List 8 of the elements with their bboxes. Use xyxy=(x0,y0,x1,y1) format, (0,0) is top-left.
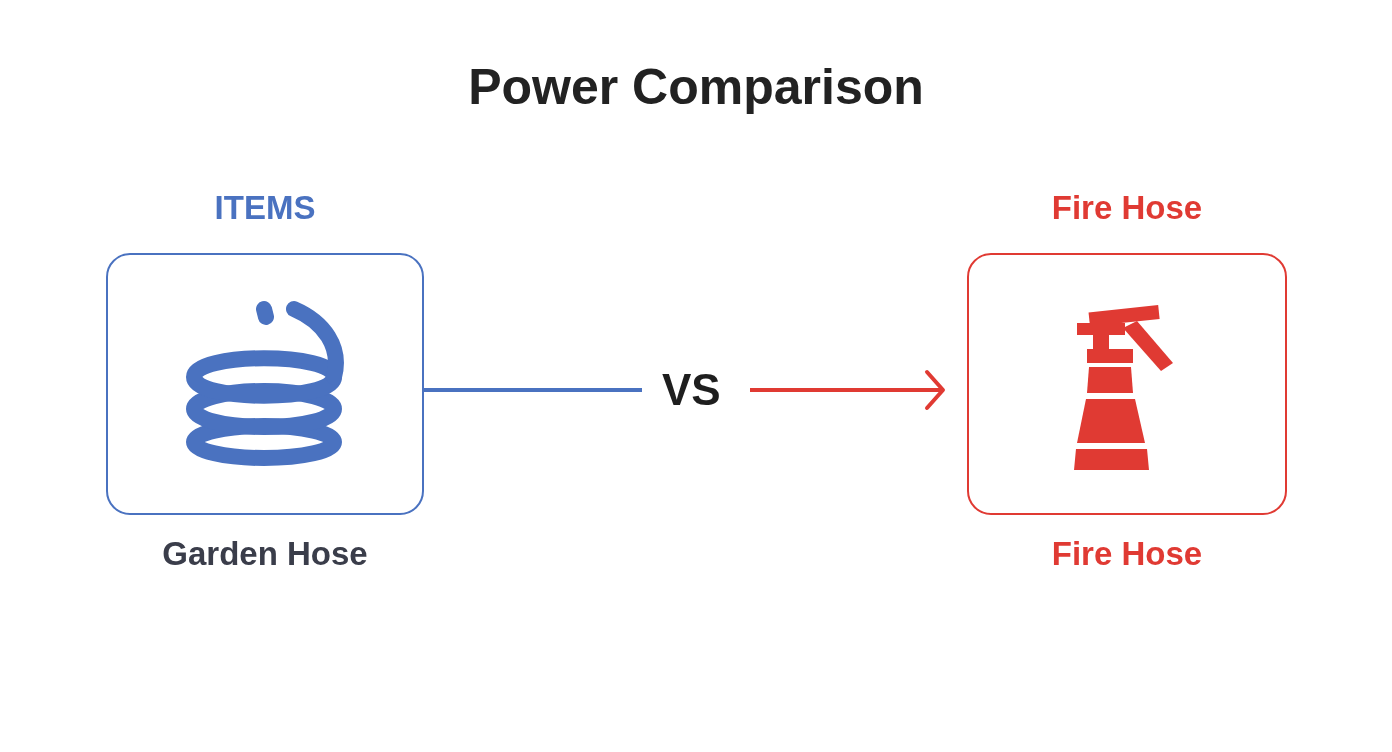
item-heading: ITEMS xyxy=(213,189,317,227)
diagram-title: Power Comparison xyxy=(467,58,925,116)
item-caption: Fire Hose xyxy=(1050,535,1204,573)
versus-text: VS xyxy=(662,368,721,412)
item-heading: Fire Hose xyxy=(1050,189,1204,227)
arrow xyxy=(750,370,945,410)
connector-line xyxy=(424,388,642,392)
item-caption: Garden Hose xyxy=(161,535,369,573)
